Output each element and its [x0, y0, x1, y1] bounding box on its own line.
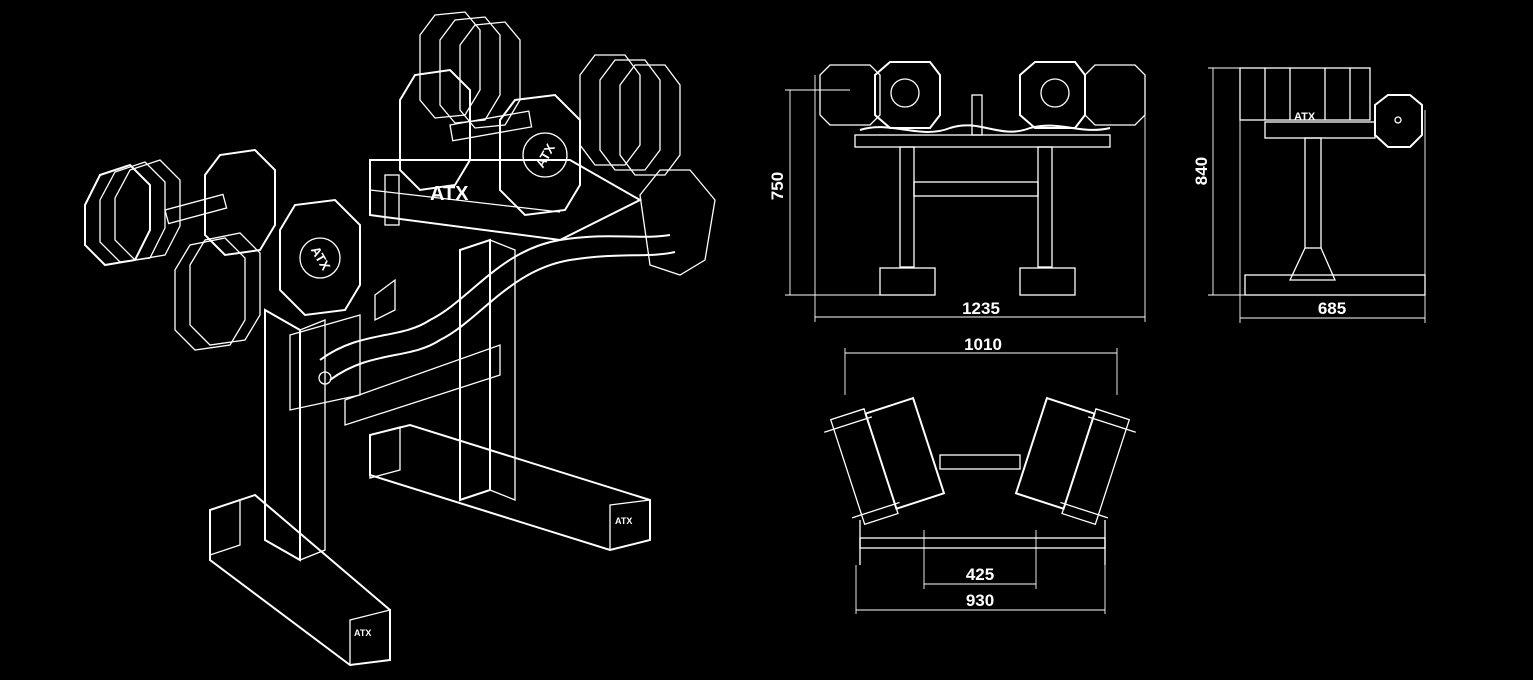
- dim-label-425: 425: [966, 565, 994, 584]
- front-view: 750 1235: [768, 61, 1146, 322]
- atx-logo-plate-left: ATX: [308, 244, 334, 273]
- top-tray: [369, 159, 643, 242]
- side-view: ATX 840 685: [1192, 67, 1426, 323]
- dim-label-685: 685: [1318, 299, 1346, 318]
- atx-logo-foot-left: ATX: [354, 628, 371, 638]
- dim-label-1235: 1235: [962, 299, 1000, 318]
- dim-label-750: 750: [768, 172, 787, 200]
- atx-logo-plate-right: ATX: [532, 141, 558, 170]
- handle-bar: [319, 234, 671, 361]
- atx-logo-side: ATX: [1294, 111, 1316, 123]
- frame-feet: ATX ATX: [209, 423, 651, 667]
- dim-label-840: 840: [1192, 157, 1211, 185]
- top-view: 1010 425 930: [824, 335, 1136, 614]
- dim-label-1010: 1010: [964, 335, 1002, 354]
- atx-logo-foot-right: ATX: [615, 516, 632, 526]
- dim-label-930: 930: [966, 591, 994, 610]
- left-dumbbell: ATX: [84, 148, 361, 351]
- atx-logo-tray: ATX: [430, 183, 469, 205]
- isometric-view: ATX ATX ATX: [84, 11, 716, 667]
- frame-uprights: [264, 238, 516, 562]
